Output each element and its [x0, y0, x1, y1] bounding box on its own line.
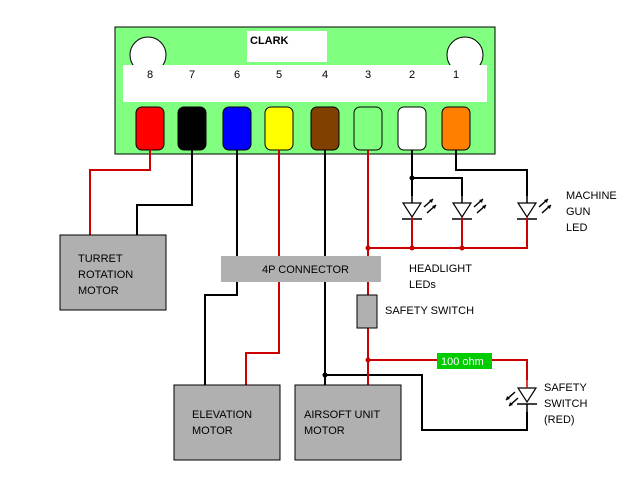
pin-8	[135, 106, 165, 151]
wire-pin2-branch	[412, 177, 463, 196]
pin-numbers: 8 7 6 5 4 3 2 1	[147, 69, 459, 81]
junction-dot	[409, 245, 415, 251]
wire-led-common	[368, 220, 528, 249]
pin-6	[222, 106, 252, 151]
pin-number-8: 8	[147, 69, 153, 81]
junction-dot	[365, 245, 371, 251]
resistor-100-ohm: 100 ohm	[437, 353, 492, 369]
pin-1	[441, 106, 471, 151]
junction-dot	[322, 372, 328, 378]
wire-pin6-elevation	[204, 282, 238, 385]
led-headlight-2	[451, 196, 487, 220]
pin-3	[353, 106, 383, 151]
pin-number-5: 5	[276, 69, 282, 81]
led-machine-gun	[516, 196, 552, 220]
junction-dot	[365, 357, 371, 363]
wire-pin7-turret	[136, 150, 193, 235]
connector-label: 4P CONNECTOR	[262, 264, 349, 276]
board-label: CLARK	[250, 35, 289, 47]
pin-number-3: 3	[365, 69, 371, 81]
pin-4	[310, 106, 340, 151]
wire-pin5-elevation	[245, 282, 280, 385]
safety-switch-label: SAFETY SWITCH	[385, 305, 474, 317]
pin-2	[397, 106, 427, 151]
pin-number-2: 2	[409, 69, 415, 81]
resistor-label: 100 ohm	[441, 356, 484, 368]
pin-number-strip	[123, 65, 487, 102]
pin-7	[177, 106, 207, 151]
led-headlight-1	[401, 196, 437, 220]
wire-pin4-safety-led	[325, 374, 528, 431]
pins	[135, 106, 471, 151]
pin-number-7: 7	[189, 69, 195, 81]
wire-resistor	[368, 359, 528, 380]
junction-dot	[459, 245, 465, 251]
board-label-box	[247, 31, 327, 62]
pin-number-1: 1	[453, 69, 459, 81]
safety-switch: SAFETY SWITCH	[356, 294, 474, 329]
pin-5	[264, 106, 294, 151]
4p-connector: 4P CONNECTOR	[221, 256, 381, 282]
pin-number-6: 6	[234, 69, 240, 81]
led-safety-switch	[505, 380, 538, 412]
pin-number-4: 4	[322, 69, 328, 81]
junction-dot	[409, 175, 415, 181]
wire-pin1	[455, 150, 528, 196]
wire-pin8-turret	[89, 150, 151, 235]
